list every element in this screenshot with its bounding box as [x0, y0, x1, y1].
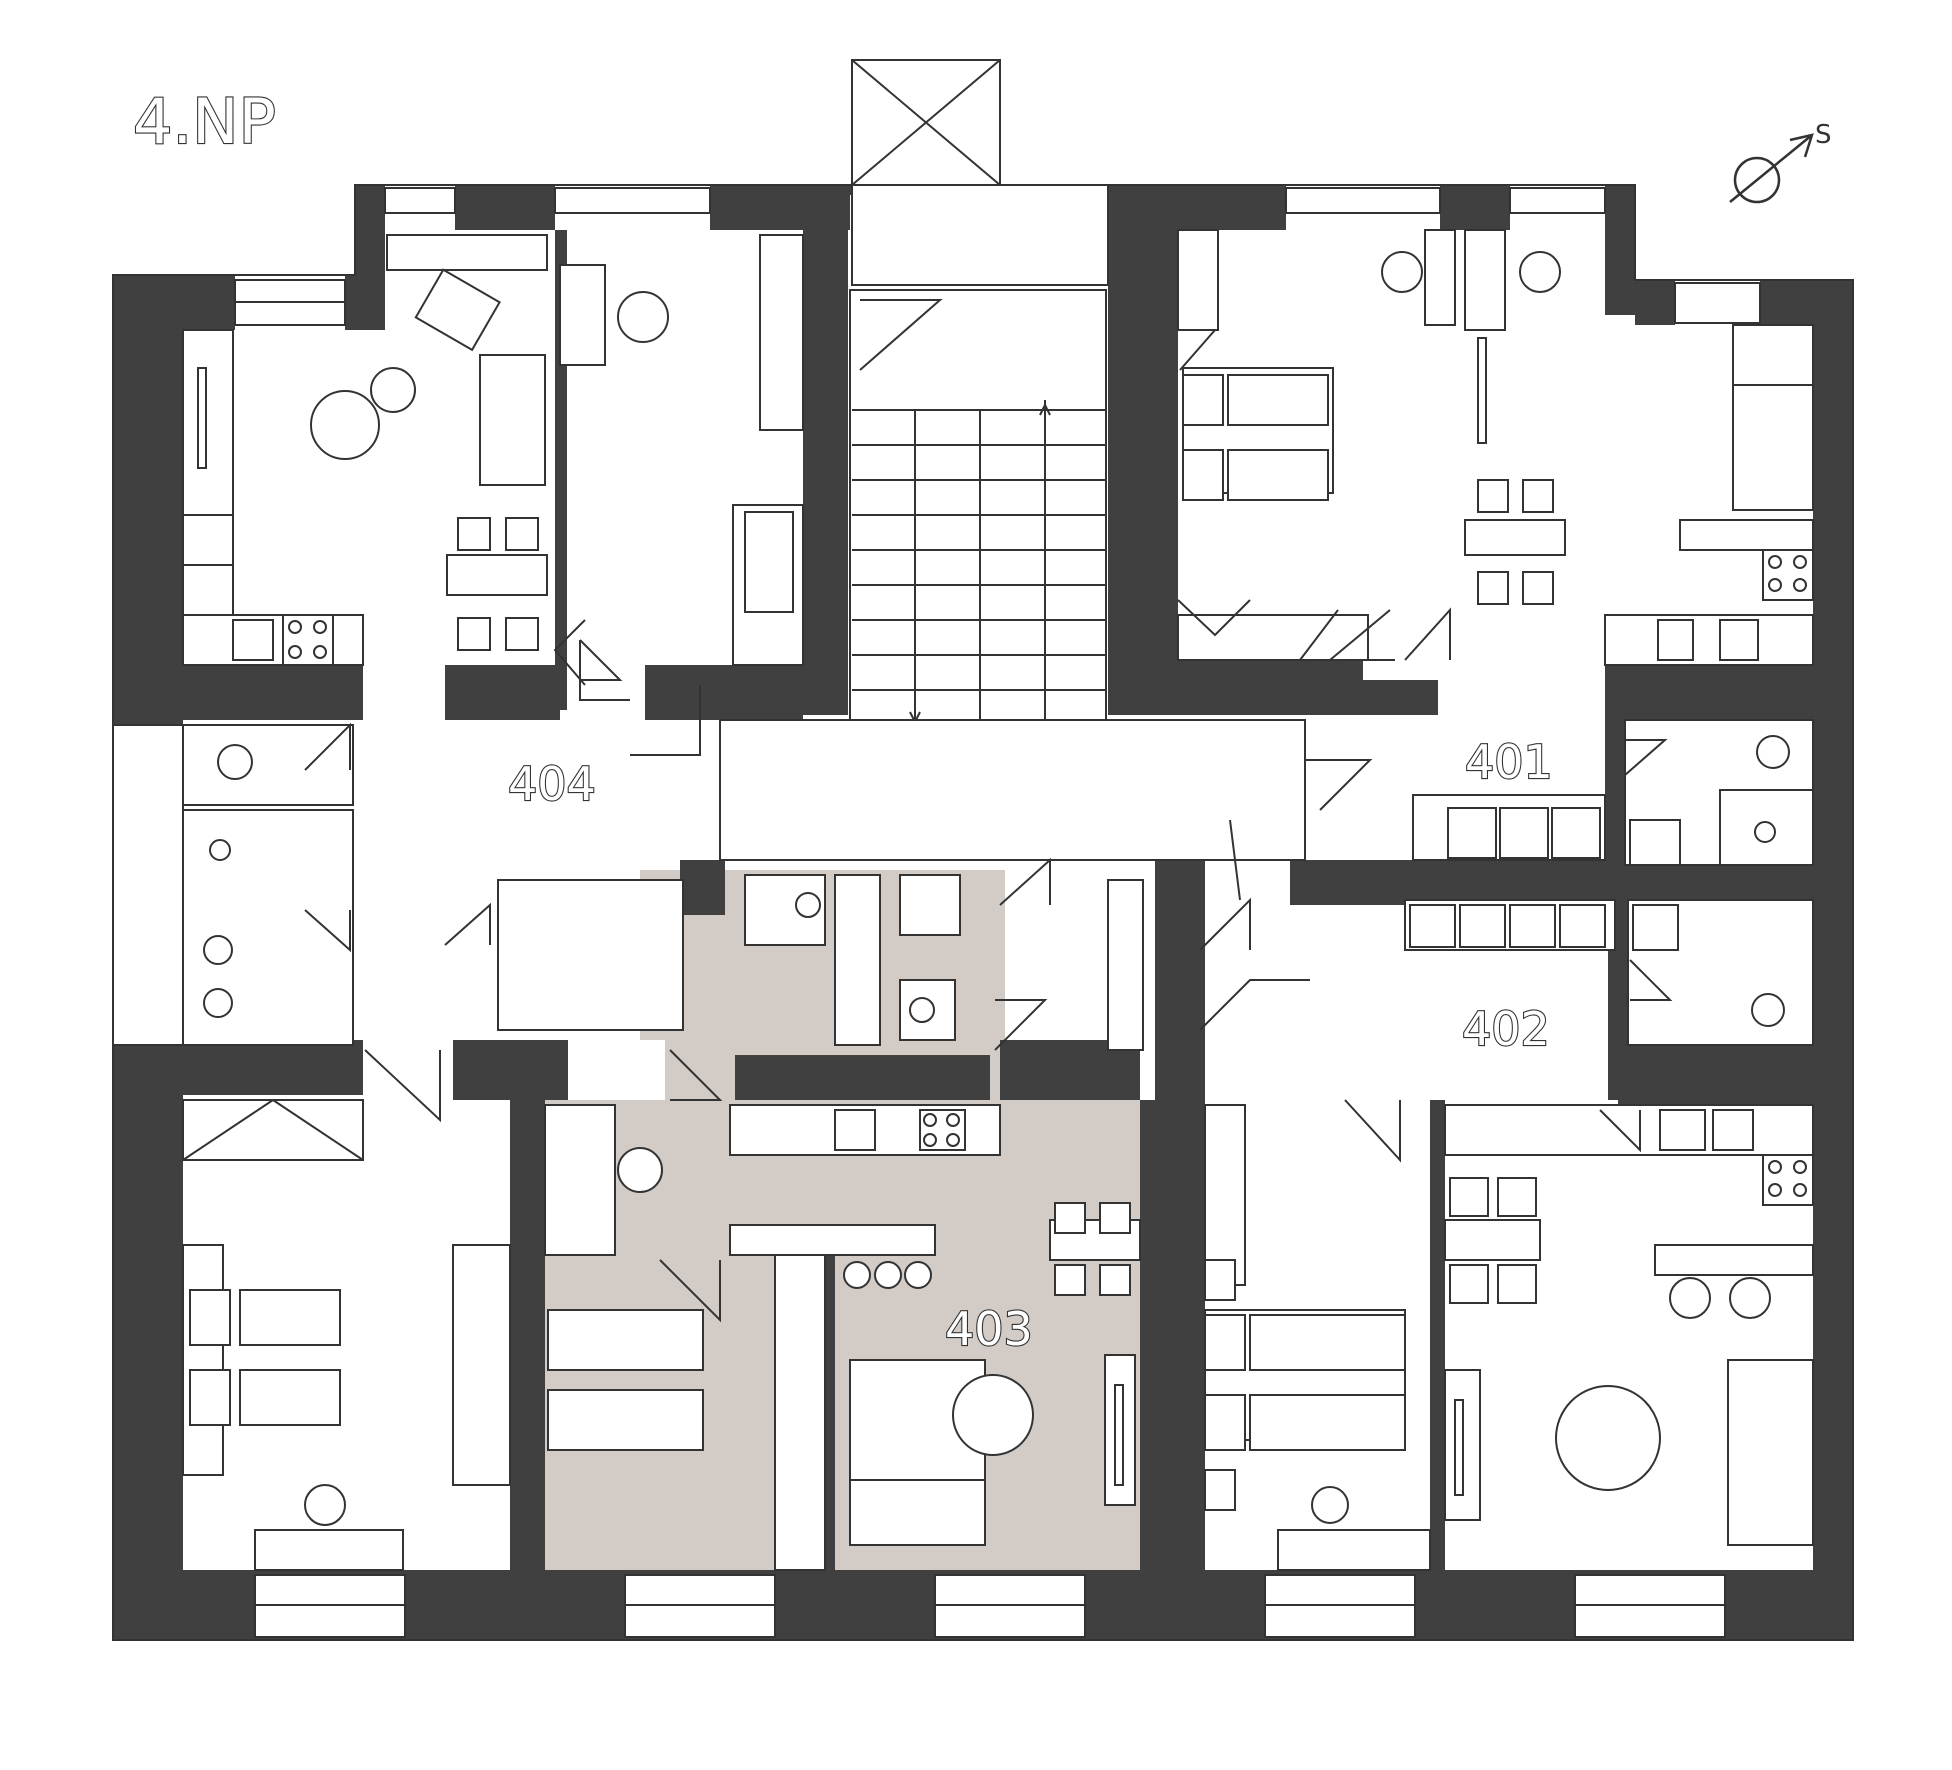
elevator-shaft — [851, 59, 1109, 286]
north-arrow-icon — [1729, 133, 1814, 204]
unit-label-404: 404 — [508, 757, 596, 811]
unit-403-furniture — [544, 874, 1144, 1571]
corridor-landing — [719, 719, 1306, 861]
bottom-left-room-furniture — [182, 1098, 511, 1571]
unit-402-furniture — [1204, 899, 1814, 1571]
unit-label-402: 402 — [1462, 1002, 1550, 1056]
windows — [112, 187, 1761, 1638]
unit-label-403: 403 — [945, 1302, 1033, 1356]
unit-404-furniture — [182, 234, 804, 1046]
compass-label: S — [1815, 120, 1832, 150]
doors — [304, 329, 1673, 1323]
unit-401-furniture — [1177, 229, 1814, 866]
staircase — [849, 289, 1107, 725]
unit-label-401: 401 — [1465, 735, 1553, 789]
floor-label: 4.NP — [133, 85, 276, 158]
walls — [113, 185, 1853, 1640]
